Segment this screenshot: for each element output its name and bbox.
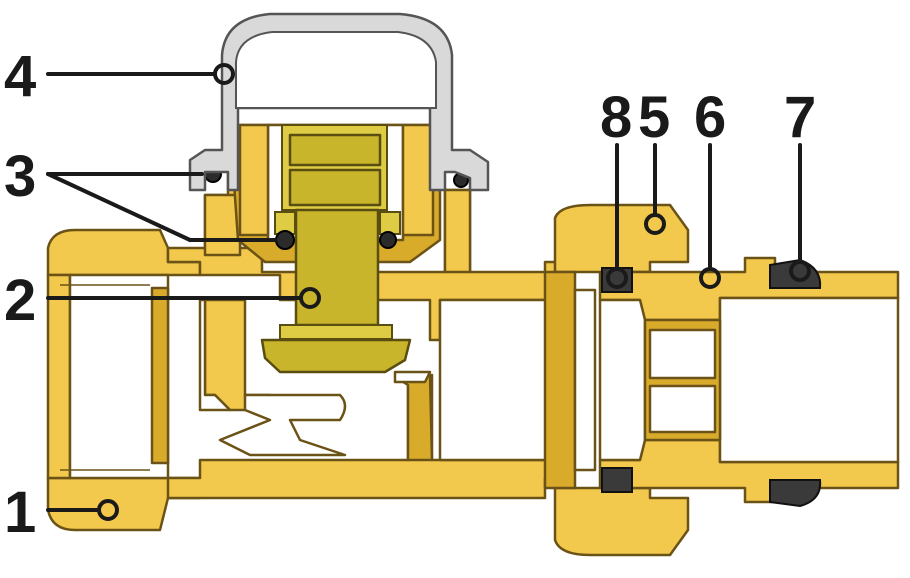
- tailpiece: [598, 256, 900, 504]
- union-nut: [543, 203, 690, 557]
- leader-7-dot: [789, 260, 811, 282]
- leader-5-dot: [644, 213, 666, 235]
- inlet-nut: [46, 228, 202, 532]
- part-labels: 4 3 2 1 8 5 6 7: [4, 44, 816, 545]
- leader-3b: [46, 172, 192, 242]
- label-2: 2: [4, 268, 36, 333]
- leader-4-dot: [213, 63, 235, 85]
- label-6: 6: [694, 85, 726, 150]
- label-8: 8: [600, 85, 632, 150]
- label-4: 4: [4, 44, 36, 109]
- leader-lines: [46, 63, 811, 521]
- label-1: 1: [4, 480, 36, 545]
- label-7: 7: [784, 85, 816, 150]
- valve-body: [166, 168, 562, 500]
- leader-8-dot: [606, 267, 628, 289]
- label-3: 3: [4, 144, 36, 209]
- label-5: 5: [638, 85, 670, 150]
- valve-stem: [260, 124, 412, 374]
- leader-2-dot: [299, 287, 321, 309]
- leader-1-dot: [97, 499, 119, 521]
- leader-6-dot: [699, 267, 721, 289]
- protective-cap: [188, 12, 490, 192]
